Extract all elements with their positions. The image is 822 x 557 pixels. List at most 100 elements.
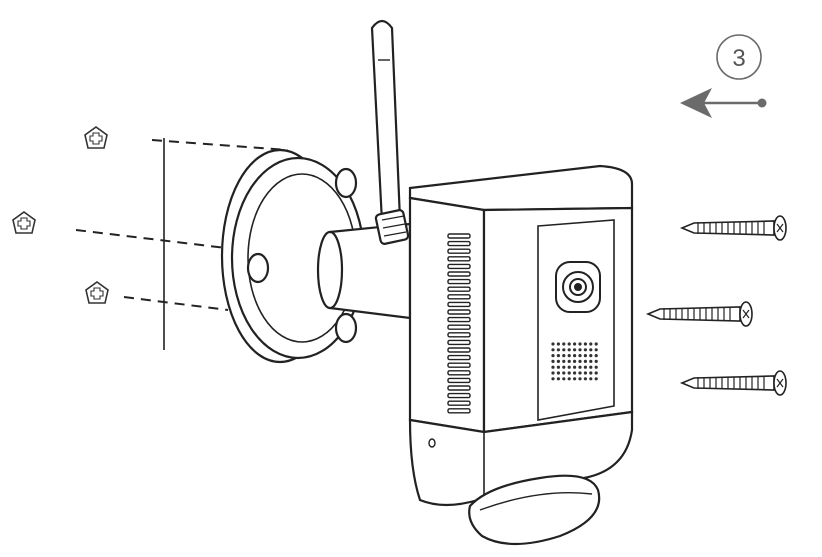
bracket-arm-end	[316, 230, 344, 310]
vent-slot	[447, 240, 471, 247]
vent-slot	[447, 339, 471, 346]
speaker-hole	[551, 354, 555, 358]
speaker-hole	[567, 354, 571, 358]
vent-slot	[447, 256, 471, 262]
speaker-hole	[551, 342, 555, 346]
speaker-hole	[578, 359, 582, 363]
speaker-hole	[589, 365, 593, 369]
screw-icon	[679, 215, 787, 241]
speaker-grille	[551, 342, 598, 381]
speaker-hole	[556, 354, 561, 358]
speaker-hole	[578, 354, 582, 358]
speaker-hole	[562, 342, 566, 346]
speaker-hole	[556, 359, 561, 363]
speaker-hole	[578, 377, 582, 381]
speaker-hole	[589, 371, 593, 375]
speaker-hole	[594, 377, 598, 381]
speaker-hole	[589, 359, 593, 363]
speaker-hole	[594, 359, 598, 363]
speaker-hole	[551, 377, 555, 381]
speaker-hole	[573, 354, 577, 358]
alignment-guides	[75, 139, 289, 311]
camera-front-panel	[537, 219, 615, 421]
vent-slot	[447, 362, 471, 368]
antenna	[370, 19, 410, 245]
speaker-hole	[562, 359, 566, 363]
speaker-hole	[583, 359, 588, 363]
speaker-hole	[594, 365, 598, 369]
speaker-hole	[556, 377, 561, 381]
speaker-hole	[551, 365, 555, 369]
camera-side	[408, 196, 486, 434]
speaker-hole	[583, 342, 588, 346]
speaker-hole	[567, 377, 571, 381]
speaker-hole	[573, 342, 577, 346]
screw-icon	[645, 301, 753, 327]
vent-grille	[447, 233, 471, 414]
speaker-hole	[562, 365, 566, 369]
speaker-hole	[594, 342, 598, 346]
vent-slot	[447, 301, 471, 308]
speaker-hole	[594, 354, 598, 358]
speaker-hole	[589, 377, 593, 381]
direction-arrow-icon	[680, 88, 767, 118]
mount-hole-left	[246, 252, 270, 284]
vent-slot	[447, 309, 471, 315]
vent-slot	[447, 263, 471, 270]
vent-slot	[447, 400, 471, 406]
speaker-hole	[567, 359, 571, 363]
mounting-bracket	[220, 148, 412, 364]
speaker-hole	[551, 348, 555, 352]
speaker-hole	[551, 371, 555, 375]
step-circle	[716, 34, 762, 80]
mic-hole	[428, 438, 436, 448]
speaker-hole	[551, 359, 555, 363]
camera-lens	[555, 261, 601, 313]
speaker-hole	[573, 359, 577, 363]
vent-slot	[447, 278, 471, 285]
speaker-hole	[573, 377, 577, 381]
speaker-hole	[578, 365, 582, 369]
speaker-hole	[573, 371, 577, 375]
camera-lower	[408, 410, 634, 507]
speaker-hole	[573, 365, 577, 369]
speaker-hole	[589, 342, 593, 346]
vent-slot	[447, 324, 471, 330]
screw-icon	[679, 370, 787, 396]
camera-body	[408, 164, 634, 546]
speaker-hole	[594, 348, 598, 352]
vent-slot	[447, 316, 471, 323]
speaker-hole	[583, 354, 588, 358]
vent-slot	[447, 370, 471, 376]
guide-line-top	[151, 139, 289, 151]
speaker-hole	[589, 348, 593, 352]
vent-slot	[447, 332, 471, 338]
wall-anchor-icon	[12, 211, 36, 234]
speaker-hole	[556, 342, 561, 346]
speaker-hole	[567, 348, 571, 352]
guide-line-middle	[75, 229, 227, 249]
step-number: 3	[732, 45, 745, 72]
vent-slot	[447, 377, 471, 384]
vent-slot	[447, 294, 471, 300]
mount-hole-top	[334, 167, 358, 199]
speaker-hole	[573, 348, 577, 352]
speaker-hole	[589, 354, 593, 358]
mount-hole-bottom	[334, 312, 358, 344]
speaker-hole	[578, 342, 582, 346]
wall-anchor-icon	[85, 281, 109, 304]
wall-anchor-icon	[84, 126, 108, 149]
vent-slot	[447, 347, 471, 353]
vent-slot	[447, 385, 471, 391]
speaker-hole	[567, 342, 571, 346]
speaker-hole	[567, 365, 571, 369]
vent-slot	[447, 233, 471, 239]
speaker-hole	[583, 377, 588, 381]
vent-slot	[447, 286, 471, 292]
speaker-hole	[562, 354, 566, 358]
speaker-hole	[578, 348, 582, 352]
vent-slot	[447, 408, 471, 414]
speaker-hole	[583, 365, 588, 369]
speaker-hole	[556, 348, 561, 352]
speaker-hole	[578, 371, 582, 375]
